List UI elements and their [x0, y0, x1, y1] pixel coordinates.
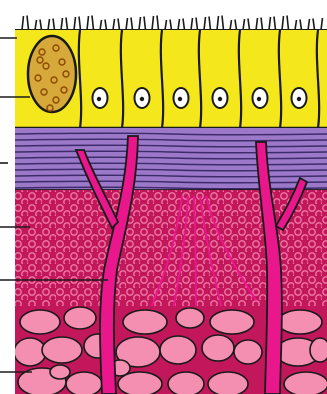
fat-cell	[42, 337, 82, 363]
cilium	[230, 20, 232, 30]
fat-cell	[284, 372, 327, 394]
fat-cell	[278, 310, 322, 334]
cilium	[248, 19, 250, 31]
cilium	[144, 17, 146, 31]
cilium	[256, 18, 258, 30]
cilium	[27, 16, 29, 31]
fat-cell	[50, 365, 70, 379]
cilium	[87, 16, 89, 30]
cilium	[287, 16, 289, 31]
cilium	[126, 18, 128, 30]
fat-cell	[202, 335, 234, 361]
cilium	[204, 17, 206, 30]
cilium	[113, 19, 115, 30]
cilium	[22, 16, 24, 30]
cilium	[235, 20, 237, 31]
fat-cell	[20, 310, 60, 334]
cilium	[35, 20, 37, 30]
cilium	[295, 20, 297, 30]
cilium	[105, 20, 107, 31]
cell-nucleus	[292, 88, 307, 108]
cilium	[48, 19, 50, 30]
cilia-layer	[15, 16, 327, 31]
fat-cell	[66, 372, 102, 394]
cell-nucleus	[174, 88, 189, 108]
cilium	[139, 17, 141, 30]
fat-cell	[123, 310, 167, 334]
fat-cell	[14, 338, 46, 366]
cilium	[313, 19, 315, 31]
cilium	[53, 19, 55, 31]
cilium	[100, 20, 102, 30]
cilium	[118, 19, 120, 31]
cilium	[274, 17, 276, 31]
cilium	[66, 18, 68, 31]
cilium	[243, 19, 245, 30]
cilium	[300, 20, 302, 31]
cell-nucleus	[135, 88, 150, 108]
cell-nucleus	[213, 88, 228, 108]
goblet-cell	[28, 36, 76, 112]
cilium	[92, 16, 94, 31]
cilium	[79, 17, 81, 31]
cilium	[165, 20, 167, 30]
cilium	[209, 17, 211, 31]
epithelium-layer	[15, 30, 327, 128]
cilium	[183, 19, 185, 31]
cilium	[321, 18, 323, 30]
cilium	[222, 16, 224, 31]
cell-nucleus	[253, 88, 268, 108]
cilium	[170, 20, 172, 31]
fat-cell	[234, 340, 262, 364]
fat-cell	[208, 372, 248, 394]
cilium	[61, 18, 63, 30]
cilium	[131, 18, 133, 31]
cilium	[191, 18, 193, 30]
cilium	[261, 18, 263, 31]
cell-nucleus	[93, 88, 108, 108]
cilium	[269, 17, 271, 30]
cilium	[157, 16, 159, 31]
basement-membrane-layer	[15, 128, 327, 190]
fat-cell	[210, 310, 254, 334]
fat-cell	[160, 336, 196, 364]
fat-cell	[168, 372, 204, 394]
cilium	[74, 17, 76, 30]
cilium	[40, 20, 42, 31]
fat-cell	[64, 307, 96, 329]
fat-cell	[176, 308, 204, 328]
cilium	[308, 19, 310, 30]
cilium	[196, 18, 198, 31]
fat-cell	[310, 338, 327, 362]
cilium	[152, 16, 154, 30]
cilium	[178, 19, 180, 30]
cilium	[217, 16, 219, 30]
cilium	[282, 16, 284, 30]
